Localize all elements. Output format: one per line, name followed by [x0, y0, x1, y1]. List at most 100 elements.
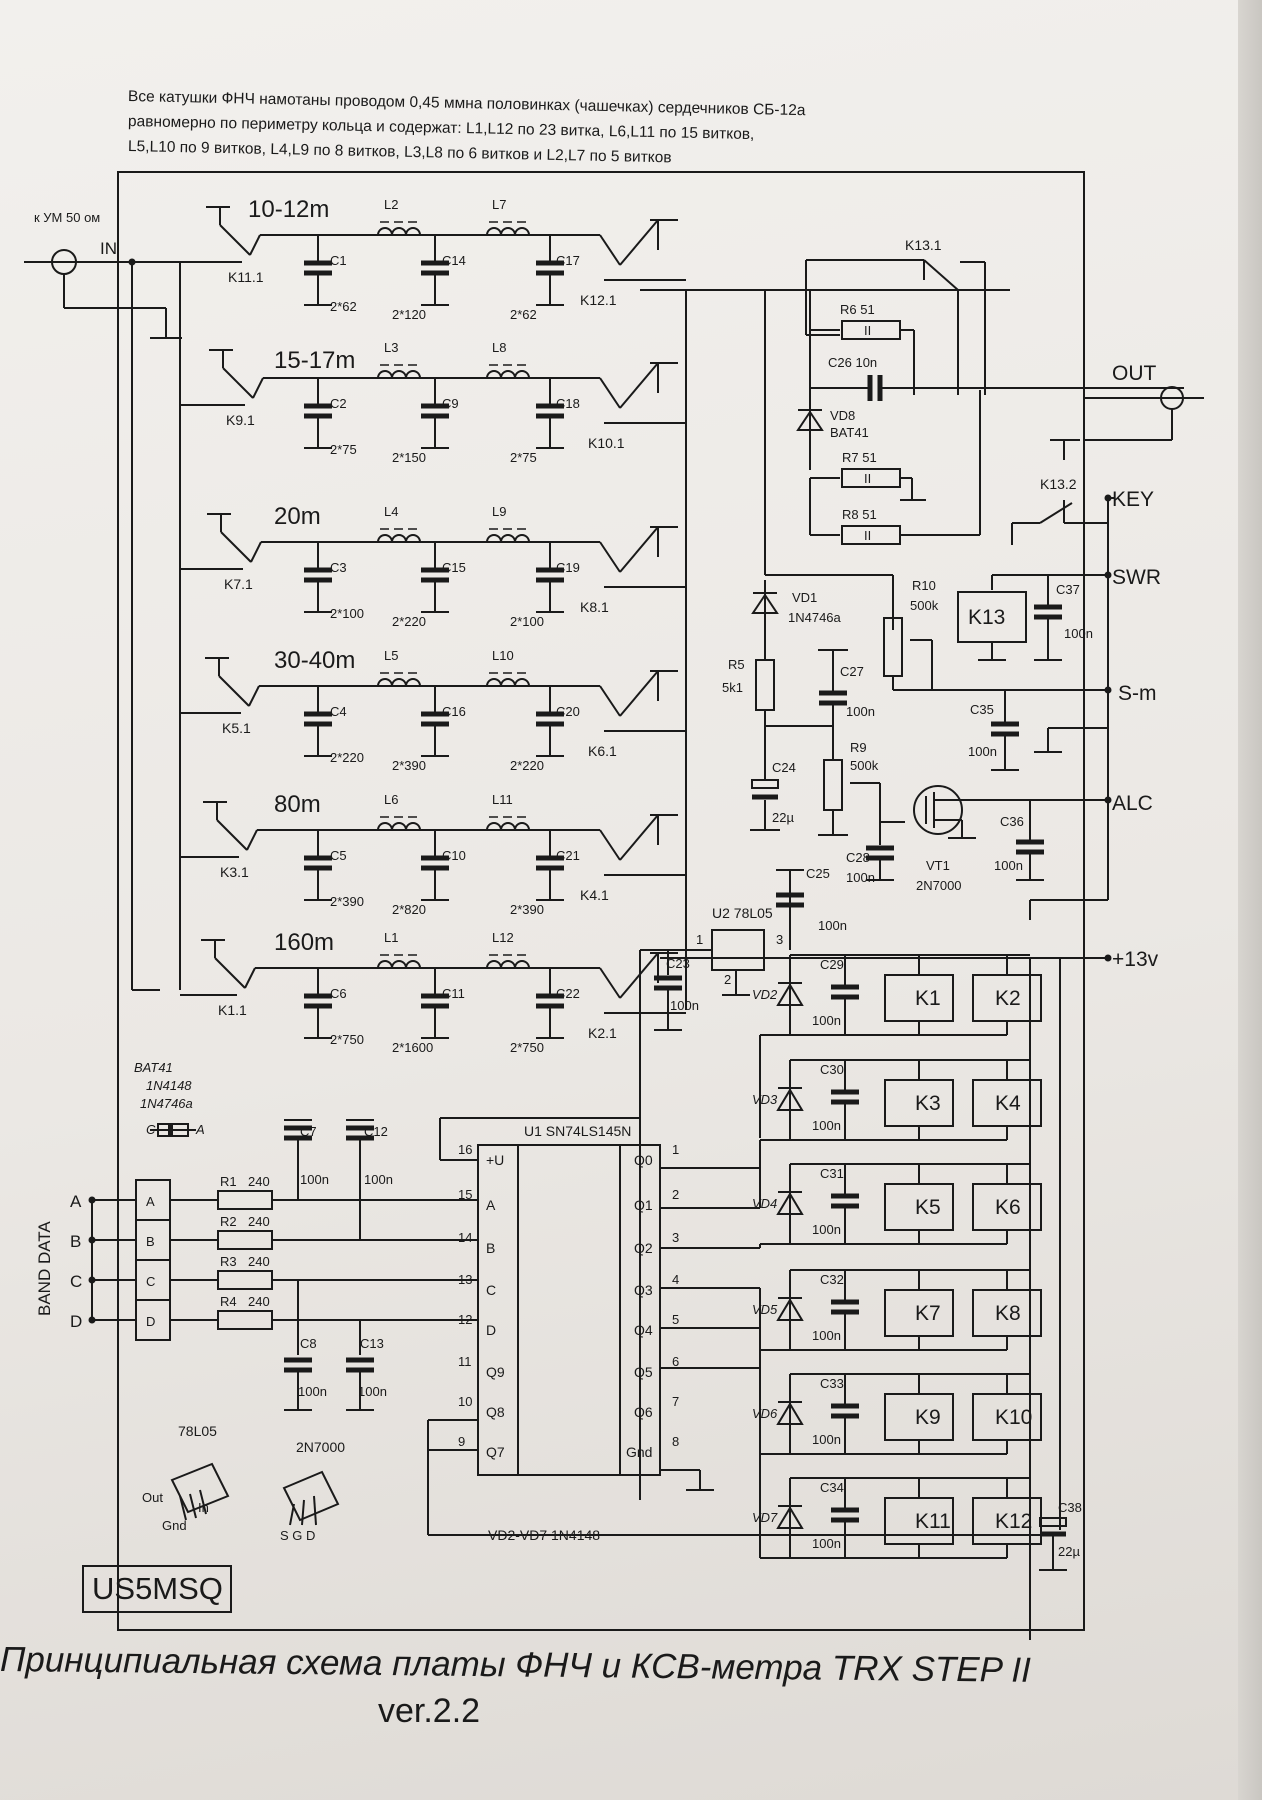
legend-78l05: 78L05 — [178, 1423, 217, 1439]
c27-label: C27 — [840, 664, 864, 679]
relay-cap-value-6: 100n — [812, 1536, 841, 1551]
cap-value-c17: 2*62 — [510, 307, 537, 322]
cap-value-c5: 2*390 — [330, 894, 364, 909]
u1-pin-3: 3 — [672, 1230, 679, 1245]
r8-mark: II — [864, 528, 871, 543]
resistor-r1 — [217, 1190, 273, 1210]
vd8-value: BAT41 — [830, 425, 869, 440]
band-data-label: BAND DATA — [35, 1221, 54, 1316]
u2-pin1: 1 — [696, 932, 703, 947]
u1-pin-15: 15 — [458, 1187, 472, 1202]
vd1-diode — [751, 593, 779, 614]
u1-pin-1: 1 — [672, 1142, 679, 1157]
band-pin-label-a: A — [70, 1192, 82, 1211]
u1-pin-name-14: B — [486, 1240, 495, 1256]
legend-anode: A — [195, 1122, 205, 1137]
coil-l8 — [486, 364, 530, 379]
relay-cap-label-6: C34 — [820, 1480, 844, 1495]
decoder-u1: 16+U15A14B13C12D11Q910Q89Q71Q02Q13Q24Q35… — [427, 1117, 1060, 1536]
vd-label-3: VD4 — [752, 1196, 777, 1211]
u1-pin-11: 11 — [458, 1354, 472, 1369]
cap-label-c20: C20 — [556, 704, 580, 719]
cap-label-c10: C10 — [442, 848, 466, 863]
u1-pin-name-6: Q5 — [634, 1364, 653, 1380]
r9-resistor — [823, 759, 843, 811]
c8-label: C8 — [300, 1336, 317, 1351]
coil-label-k1: K1 — [915, 987, 941, 1010]
vd-label-2: VD3 — [752, 1092, 778, 1107]
u1-pin-4: 4 — [672, 1272, 679, 1287]
c27-value: 100n — [846, 704, 875, 719]
r6-label: R6 51 — [840, 302, 875, 317]
r7-mark: II — [864, 471, 871, 486]
cap-c1 — [304, 235, 332, 306]
relay-out-label-6: K2.1 — [588, 1025, 617, 1041]
cap-c5 — [304, 830, 332, 901]
r6-mark: II — [864, 323, 871, 338]
diode-vd3 — [776, 1088, 804, 1111]
vd8-diode — [796, 410, 824, 431]
relay-in-label-5: K3.1 — [220, 864, 249, 880]
cap-c19 — [536, 542, 564, 613]
fet-2n7000-package — [282, 1470, 340, 1522]
relay-cap-label-1: C29 — [820, 957, 844, 972]
relay-cap-value-3: 100n — [812, 1222, 841, 1237]
cap-label-c15: C15 — [442, 560, 466, 575]
c23-label: C23 — [666, 956, 690, 971]
diode-vd6 — [776, 1402, 804, 1425]
cap-value-c19: 2*100 — [510, 614, 544, 629]
c7-value: 100n — [300, 1172, 329, 1187]
u1-pin-16: 16 — [458, 1142, 472, 1157]
cap-c15 — [421, 542, 449, 613]
vt1-value: 2N7000 — [916, 878, 962, 893]
relay-cap-label-2: C30 — [820, 1062, 844, 1077]
relay-in-label-3: K7.1 — [224, 576, 253, 592]
cap-c14 — [421, 235, 449, 306]
c25-value: 100n — [818, 918, 847, 933]
relay-in-label-1: K11.1 — [228, 269, 264, 285]
band-pin-label-b: B — [70, 1232, 81, 1251]
coil-l11 — [486, 816, 530, 831]
u1-pin-name-13: C — [486, 1282, 496, 1298]
coil-label-l10: L10 — [492, 648, 514, 663]
coil-label-l11: L11 — [492, 792, 513, 807]
resistor-label-r3: R3 — [220, 1254, 237, 1269]
resistor-value-r4: 240 — [248, 1294, 270, 1309]
legend-2n7000: 2N7000 — [296, 1439, 345, 1455]
paper-edge — [1238, 0, 1262, 1800]
cap-value-c14: 2*120 — [392, 307, 426, 322]
cap-c3 — [304, 542, 332, 613]
coil-l7 — [486, 221, 530, 236]
coil-label-k3: K3 — [915, 1092, 941, 1115]
coil-label-l5: L5 — [384, 648, 398, 663]
cap-c16 — [421, 686, 449, 757]
cap-c11 — [421, 968, 449, 1039]
cap-c18 — [536, 378, 564, 449]
u1-pin-name-2: Q1 — [634, 1197, 653, 1213]
s-meter-label: S-m — [1118, 682, 1157, 705]
u1-pin-14: 14 — [458, 1230, 472, 1245]
c36-label: C36 — [1000, 814, 1024, 829]
u2-pin3: 3 — [776, 932, 783, 947]
coil-label-l8: L8 — [492, 340, 506, 355]
u1-pin-9: 9 — [458, 1434, 465, 1449]
c8-value: 100n — [298, 1384, 327, 1399]
band-pin-label-d: D — [70, 1312, 82, 1331]
band-label-1: 10-12m — [248, 196, 329, 223]
vd1-value: 1N4746a — [788, 610, 842, 625]
u2-pin2: 2 — [724, 972, 731, 987]
cap-c9 — [421, 378, 449, 449]
relay-out-label-4: K6.1 — [588, 743, 617, 759]
legend-diode-3: 1N4746a — [140, 1096, 193, 1111]
resistor-value-r3: 240 — [248, 1254, 270, 1269]
legend-cathode: C — [146, 1122, 156, 1137]
r10-label: R10 — [912, 578, 936, 593]
cap-c22 — [536, 968, 564, 1039]
